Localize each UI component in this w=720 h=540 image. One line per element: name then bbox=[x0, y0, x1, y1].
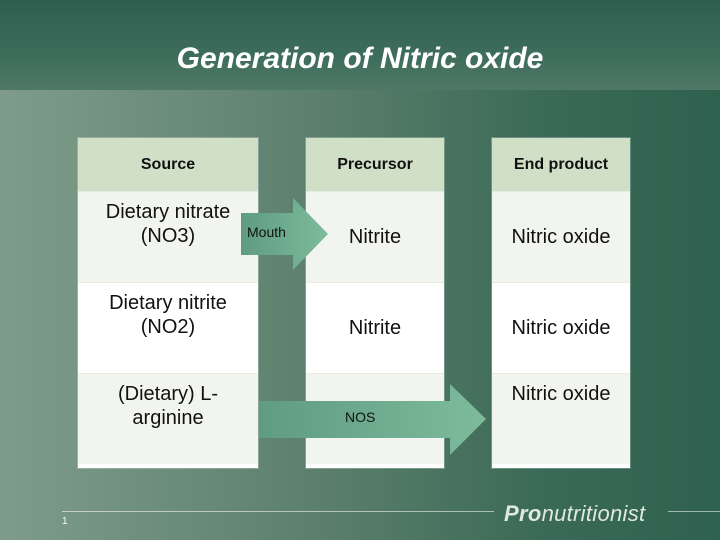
footer-divider-left bbox=[62, 511, 494, 512]
logo-bold-text: Pro bbox=[504, 501, 542, 526]
mouth-label: Mouth bbox=[247, 224, 286, 240]
precursor-cell-1: Nitrite bbox=[306, 191, 444, 282]
slide-title: Generation of Nitric oxide bbox=[176, 42, 544, 75]
source-cell-nitrate: Dietary nitrate (NO3) bbox=[78, 191, 258, 282]
end-product-cell-2: Nitric oxide bbox=[492, 282, 630, 373]
page-number: 1 bbox=[62, 516, 68, 527]
source-cell-nitrite: Dietary nitrite (NO2) bbox=[78, 282, 258, 373]
source-header: Source bbox=[78, 138, 258, 191]
end-product-cell-3: Nitric oxide bbox=[492, 373, 630, 464]
title-band bbox=[0, 0, 720, 90]
source-column: Source Dietary nitrate (NO3) Dietary nit… bbox=[78, 138, 258, 468]
footer-divider-right bbox=[668, 511, 720, 512]
end-product-header: End product bbox=[492, 138, 630, 191]
precursor-column: Precursor Nitrite Nitrite bbox=[306, 138, 444, 468]
pronutritionist-logo: Pronutritionist bbox=[504, 501, 645, 527]
nos-label: NOS bbox=[345, 409, 376, 425]
precursor-cell-2: Nitrite bbox=[306, 282, 444, 373]
logo-rest-text: nutritionist bbox=[541, 501, 646, 526]
precursor-header: Precursor bbox=[306, 138, 444, 191]
source-cell-arginine: (Dietary) L-arginine bbox=[78, 373, 258, 464]
end-product-column: End product Nitric oxide Nitric oxide Ni… bbox=[492, 138, 630, 468]
end-product-cell-1: Nitric oxide bbox=[492, 191, 630, 282]
